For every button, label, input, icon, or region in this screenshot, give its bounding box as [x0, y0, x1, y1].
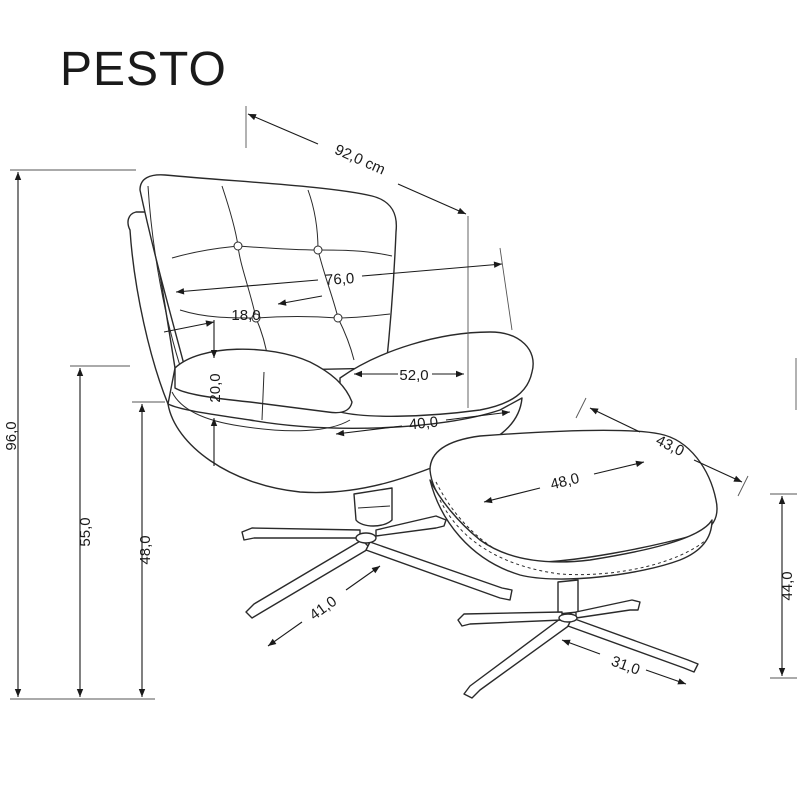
tuft-button: [251, 313, 261, 323]
label-ottoman-base: 31,0: [609, 653, 642, 679]
ottoman-star-base: [457, 599, 699, 699]
chair-shell-side: [127, 211, 176, 405]
label-width: 92,0 cm: [332, 141, 388, 178]
label-seat-height: 48,0: [137, 535, 154, 564]
label-armrest-floor-height: 55,0: [77, 517, 94, 546]
armchair: [127, 174, 534, 619]
label-ottoman-height: 44,0: [779, 571, 796, 600]
chair-star-base: [241, 515, 513, 619]
label-base-diameter: 41,0: [307, 593, 341, 624]
ottoman: [429, 429, 718, 699]
label-seat-width: 52,0: [399, 367, 428, 384]
tuft-button: [333, 313, 343, 323]
chair-back-cushion: [139, 174, 398, 373]
label-armrest-width: 18,0: [231, 307, 260, 324]
tuft-button: [233, 241, 243, 251]
label-total-height: 96,0: [3, 421, 20, 450]
chair-shell-bowl: [167, 397, 523, 494]
ottoman-column: [557, 579, 579, 615]
label-armrest-height: 20,0: [207, 373, 224, 402]
product-title: PESTO: [60, 43, 227, 96]
ottoman-base-rim: [429, 479, 713, 580]
label-ottoman-depth: 48,0: [549, 470, 581, 494]
dimension-lines: [10, 106, 797, 700]
label-back-width: 76,0: [325, 270, 355, 289]
tuft-button: [313, 245, 323, 255]
label-seat-depth: 40,0: [408, 414, 439, 434]
